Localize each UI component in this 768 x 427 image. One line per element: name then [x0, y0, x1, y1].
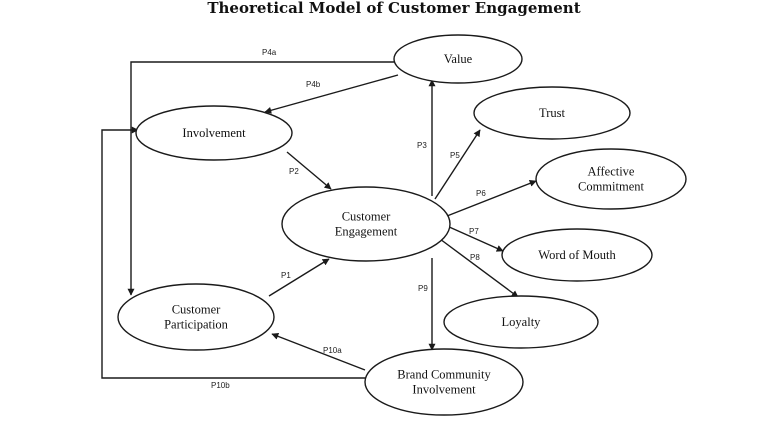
edge-arrow-p10b	[101, 126, 366, 379]
edge-arrow-p10a	[271, 333, 366, 371]
edge-arrow-p7	[446, 225, 504, 252]
diagram-title: Theoretical Model of Customer Engagement	[207, 0, 580, 17]
edge-p4a: P4a	[127, 48, 395, 296]
node-label-customer-engagement: Engagement	[335, 225, 398, 239]
edge-label-p1: P1	[281, 271, 291, 280]
edge-arrow-p4a	[127, 61, 395, 296]
node-ellipse-customer-participation	[117, 283, 275, 351]
node-label-customer-participation: Participation	[164, 318, 229, 332]
node-ellipse-customer-engagement	[281, 186, 451, 262]
edge-label-p4a: P4a	[262, 48, 277, 57]
node-word-of-mouth: Word of Mouth	[501, 228, 653, 282]
edge-label-p10b: P10b	[211, 381, 230, 390]
edge-p7: P7	[446, 225, 504, 252]
edge-p4b: P4b	[264, 74, 399, 114]
edge-label-p4b: P4b	[306, 80, 321, 89]
node-trust: Trust	[473, 86, 631, 140]
edge-label-p9: P9	[418, 284, 428, 293]
node-ellipse-brand-community-involvement	[364, 348, 524, 416]
edge-p6: P6	[446, 180, 537, 217]
edge-label-p10a: P10a	[323, 346, 342, 355]
edge-arrow-p1	[268, 258, 330, 297]
edge-p10b: P10b	[101, 126, 366, 390]
node-label-trust: Trust	[539, 106, 565, 120]
node-label-involvement: Involvement	[182, 126, 246, 140]
node-label-customer-engagement: Customer	[342, 210, 391, 224]
node-label-loyalty: Loyalty	[502, 315, 542, 329]
node-ellipse-trust	[473, 86, 631, 140]
node-label-value: Value	[444, 52, 473, 66]
edge-arrow-p2	[286, 151, 332, 190]
edge-arrow-p4b	[264, 74, 399, 114]
node-ellipse-involvement	[135, 105, 293, 161]
edge-label-p3: P3	[417, 141, 427, 150]
edge-arrow-p5	[434, 129, 481, 200]
node-ellipse-loyalty	[443, 295, 599, 349]
node-label-customer-participation: Customer	[172, 303, 221, 317]
edge-label-p2: P2	[289, 167, 299, 176]
edge-p2: P2	[286, 151, 332, 190]
edge-arrow-p8	[439, 238, 519, 298]
edge-label-p8: P8	[470, 253, 480, 262]
edge-p9: P9	[418, 258, 436, 351]
node-label-brand-community-involvement: Brand Community	[397, 368, 491, 382]
node-ellipse-word-of-mouth	[501, 228, 653, 282]
node-ellipse-affective-commitment	[535, 148, 687, 210]
edge-label-p7: P7	[469, 227, 479, 236]
node-value: Value	[393, 34, 523, 84]
node-label-brand-community-involvement: Involvement	[412, 383, 476, 397]
edge-p5: P5	[434, 129, 481, 200]
edge-arrow-p6	[446, 180, 537, 217]
node-label-affective-commitment: Commitment	[578, 180, 645, 194]
edge-label-p5: P5	[450, 151, 460, 160]
node-label-word-of-mouth: Word of Mouth	[538, 248, 616, 262]
node-label-affective-commitment: Affective	[588, 165, 635, 179]
node-ellipse-value	[393, 34, 523, 84]
node-involvement: Involvement	[135, 105, 293, 161]
edge-label-p6: P6	[476, 189, 486, 198]
edge-p1: P1	[268, 258, 330, 297]
edge-p8: P8	[439, 238, 519, 298]
edge-p10a: P10a	[271, 333, 366, 371]
node-loyalty: Loyalty	[443, 295, 599, 349]
edge-p3: P3	[417, 79, 436, 196]
